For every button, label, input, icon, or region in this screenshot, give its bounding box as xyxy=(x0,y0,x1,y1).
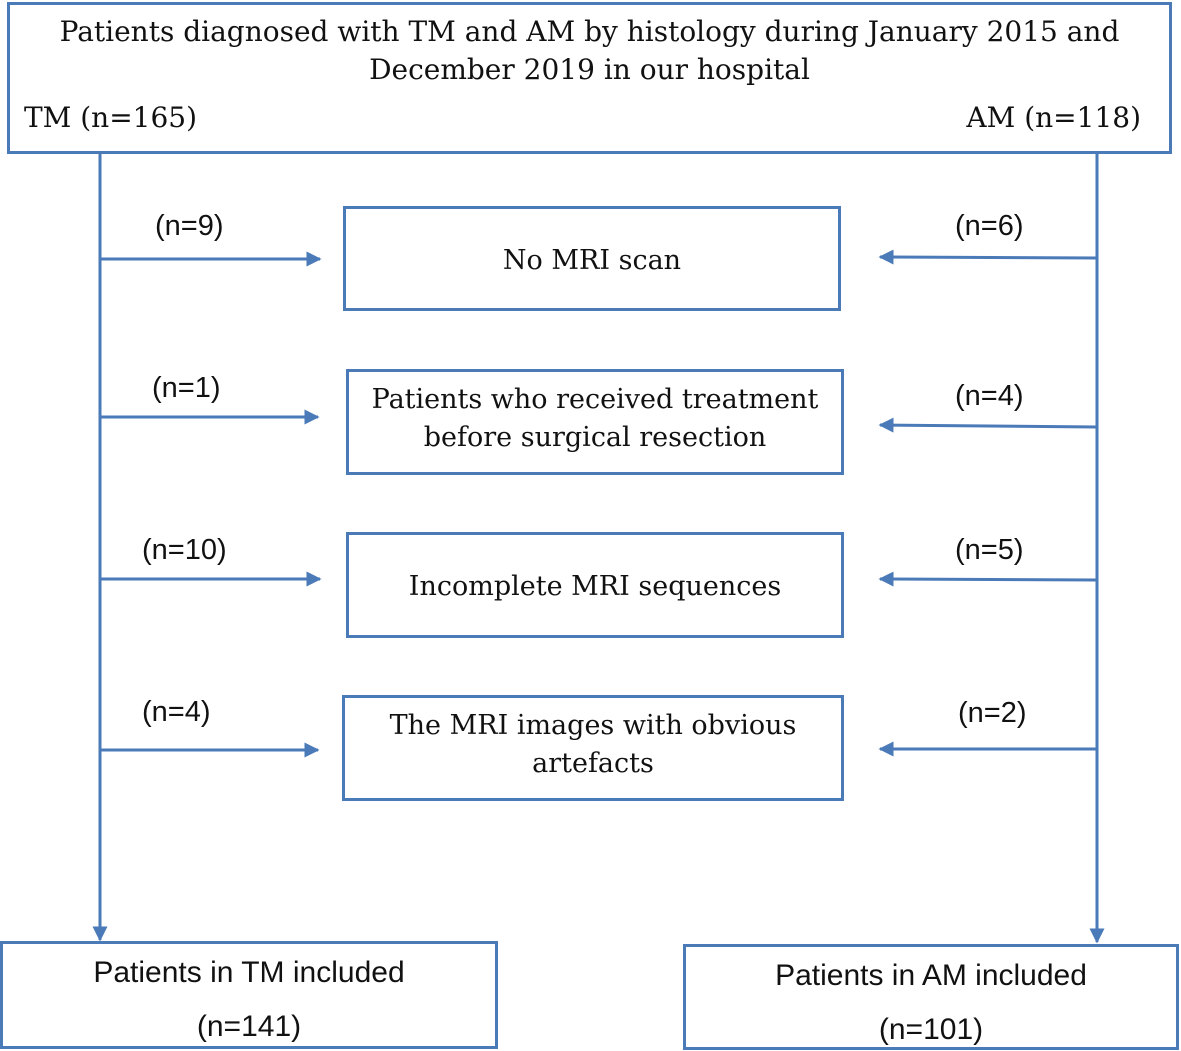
am-excluded-count: (n=5) xyxy=(955,534,1024,566)
tm-excluded-count: (n=4) xyxy=(142,696,211,728)
exclusion-reason: Incomplete MRI sequences xyxy=(408,571,782,602)
exclusion-box-prior-treatment: Patients who received treatment before s… xyxy=(346,369,844,475)
am-exclusion-arrow-2 xyxy=(878,417,1098,433)
tm-included-box: Patients in TM included (n=141) xyxy=(0,941,498,1049)
cohort-box: Patients diagnosed with TM and AM by his… xyxy=(7,2,1172,154)
exclusion-reason: No MRI scan xyxy=(502,245,682,276)
cohort-description-line1: Patients diagnosed with TM and AM by his… xyxy=(59,15,1120,48)
am-total-label: AM (n=118) xyxy=(966,101,1141,134)
exclusion-box-incomplete-mri: Incomplete MRI sequences xyxy=(346,532,844,638)
tm-excluded-count: (n=10) xyxy=(142,534,227,566)
am-excluded-count: (n=6) xyxy=(955,210,1024,242)
am-included-box: Patients in AM included (n=101) xyxy=(683,944,1179,1050)
exclusion-box-artefacts: The MRI images with obvious artefacts xyxy=(342,695,844,801)
tm-excluded-count: (n=9) xyxy=(155,210,224,242)
exclusion-reason-line2: before surgical resection xyxy=(423,422,767,453)
exclusion-reason-line1: The MRI images with obvious xyxy=(389,710,797,741)
tm-total-label: TM (n=165) xyxy=(24,101,198,134)
am-excluded-count: (n=4) xyxy=(955,380,1024,412)
exclusion-reason-line2: artefacts xyxy=(532,748,654,779)
am-exclusion-arrow-3 xyxy=(878,571,1098,587)
tm-included-title: Patients in TM included xyxy=(93,956,405,989)
am-included-count: (n=101) xyxy=(878,1013,984,1046)
cohort-description-line2: December 2019 in our hospital xyxy=(369,53,810,86)
tm-excluded-count: (n=1) xyxy=(152,372,221,404)
exclusion-box-no-mri: No MRI scan xyxy=(343,206,841,311)
am-exclusion-arrow-1 xyxy=(878,249,1098,265)
exclusion-reason-line1: Patients who received treatment xyxy=(371,384,819,415)
tm-included-count: (n=141) xyxy=(196,1010,302,1043)
am-excluded-count: (n=2) xyxy=(958,697,1027,729)
am-included-title: Patients in AM included xyxy=(775,959,1087,992)
